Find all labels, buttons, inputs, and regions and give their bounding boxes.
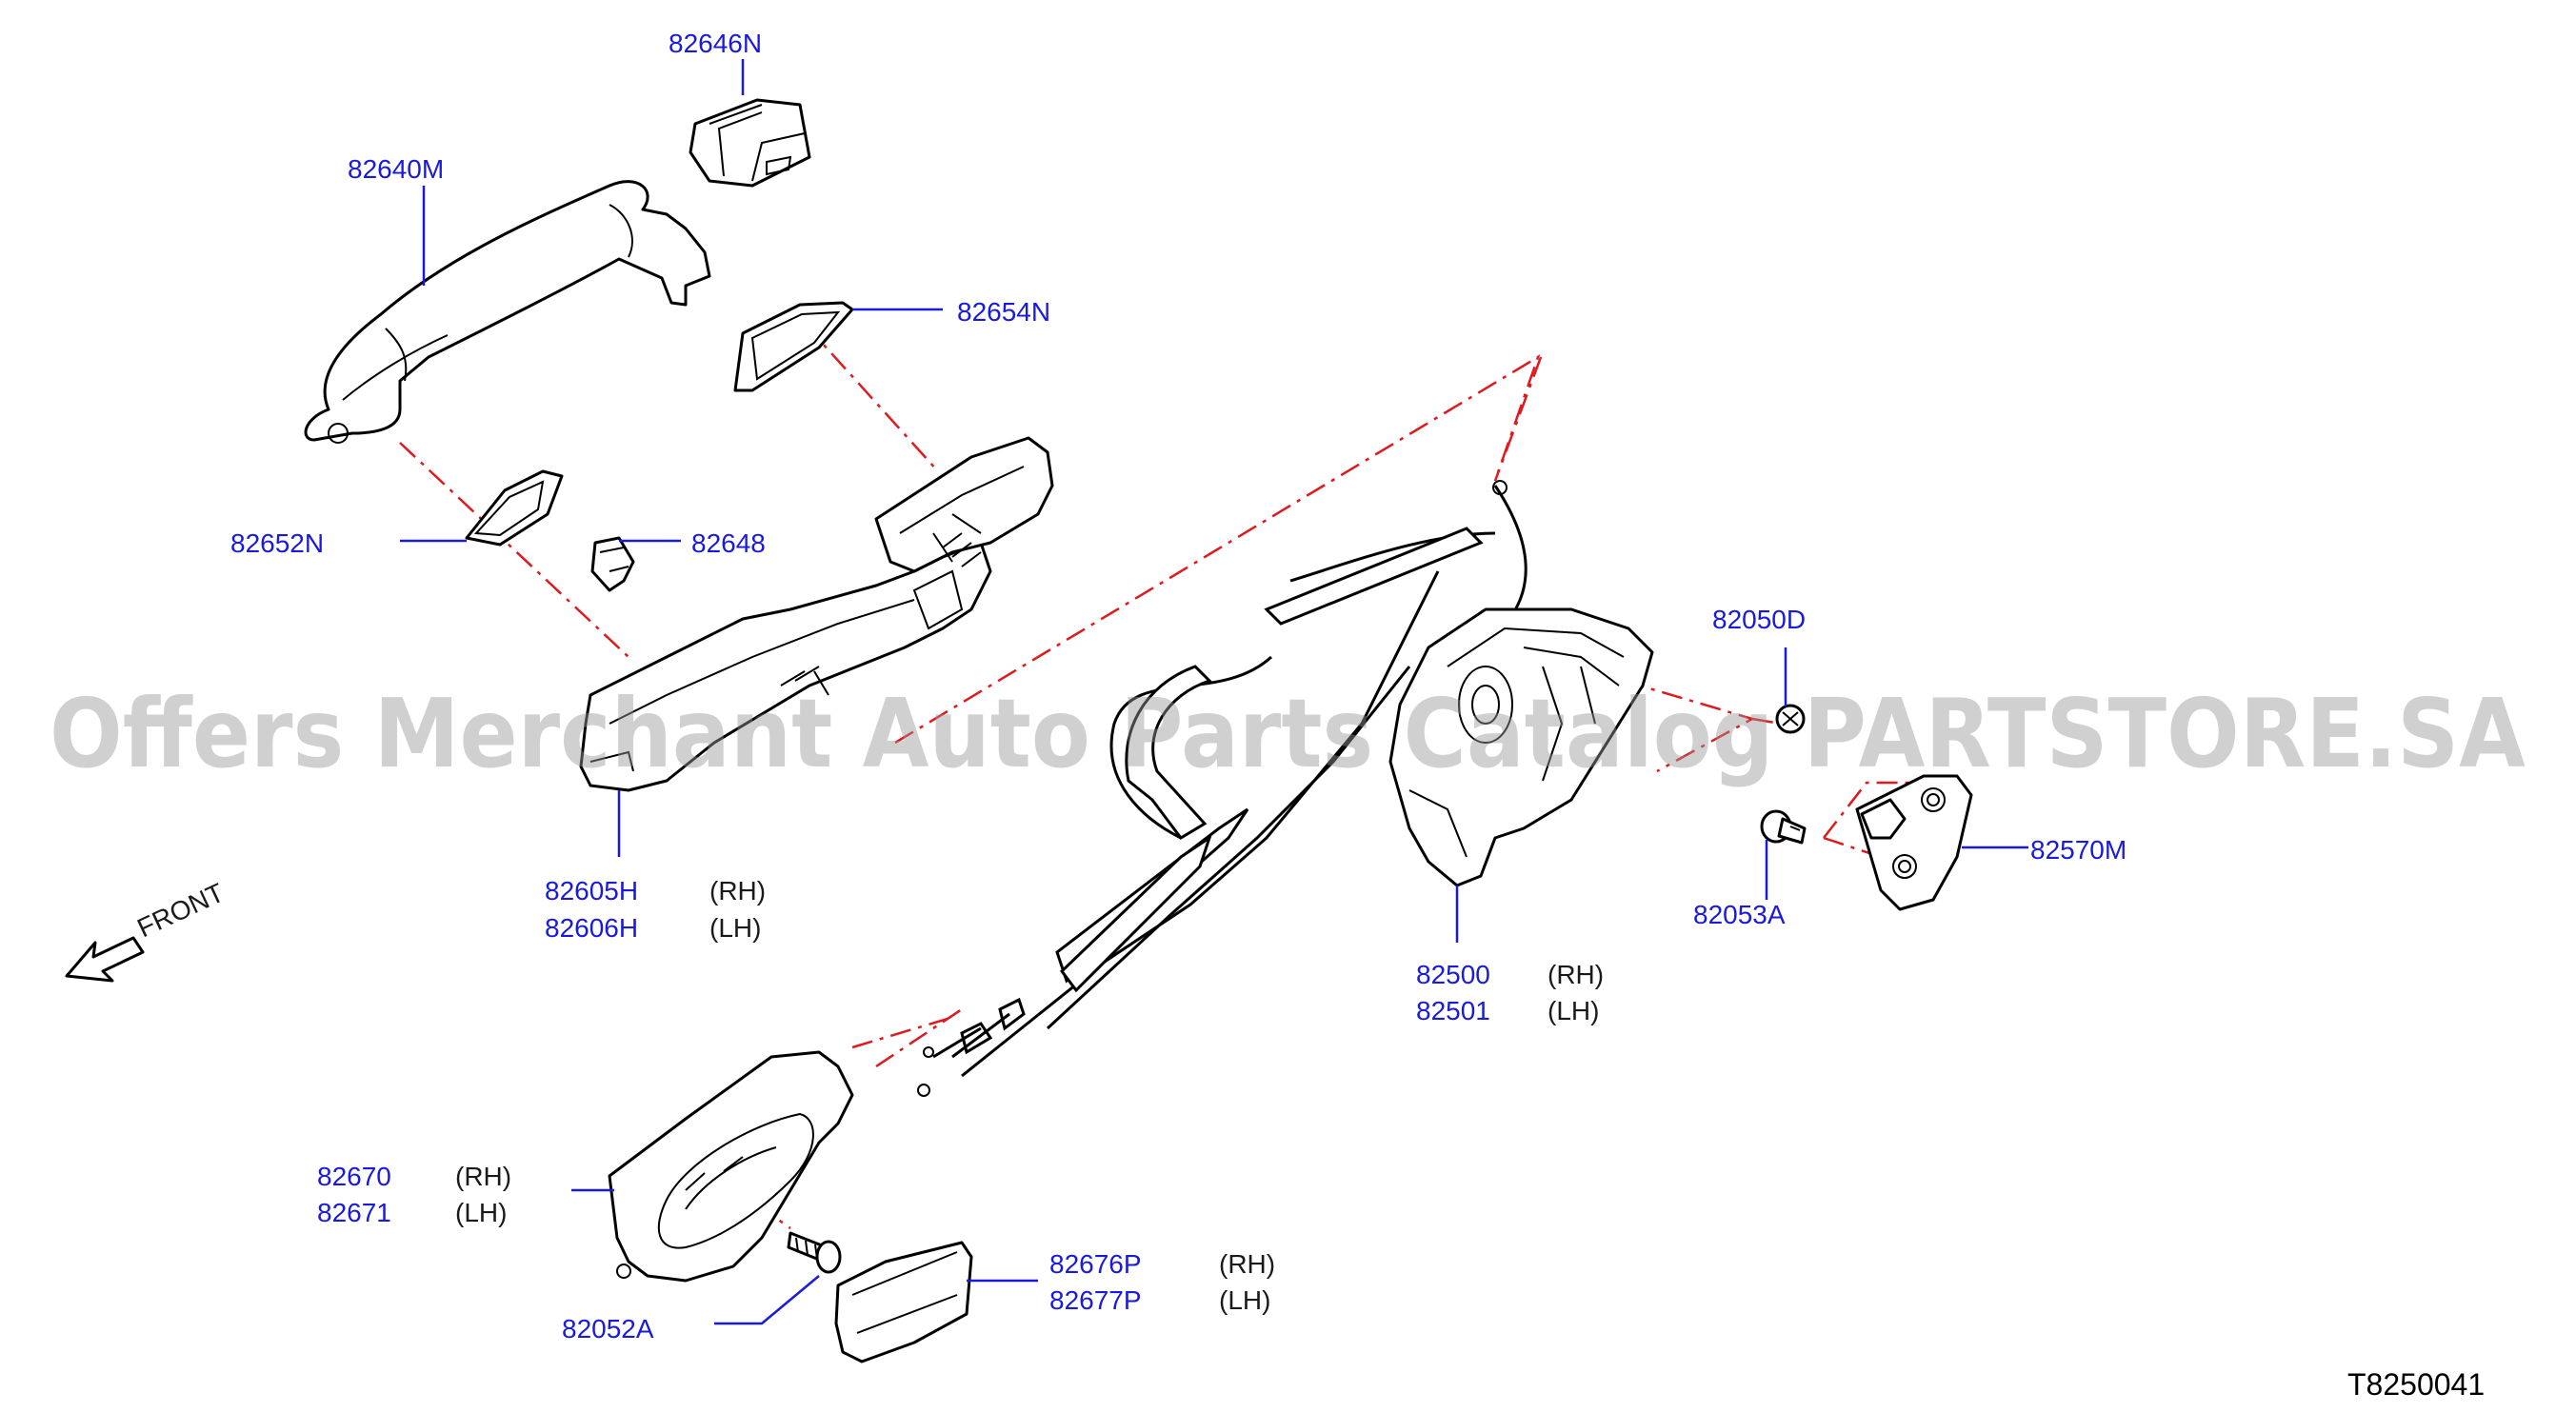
escutcheon-82676P[interactable]: [834, 1241, 973, 1363]
label-82676P-side: (RH): [1219, 1249, 1275, 1279]
label-82677P[interactable]: 82677P: [1049, 1285, 1142, 1315]
front-label: FRONT: [132, 878, 229, 944]
gasket-82654N[interactable]: [733, 301, 854, 392]
label-82605H[interactable]: 82605H: [545, 876, 638, 906]
label-82606H[interactable]: 82606H: [545, 913, 638, 943]
label-82501-side: (LH): [1548, 996, 1599, 1025]
label-82500-side: (RH): [1548, 960, 1604, 989]
leader-lines: [400, 59, 2028, 1325]
label-82570M[interactable]: 82570M: [2030, 835, 2127, 865]
part-labels: 82646N 82640M 82654N 82652N 82648 82605H…: [230, 29, 2127, 1343]
label-82652N[interactable]: 82652N: [230, 528, 324, 558]
cap-82646N[interactable]: [689, 98, 811, 188]
label-82654N[interactable]: 82654N: [957, 297, 1050, 327]
label-82648[interactable]: 82648: [691, 528, 766, 558]
outer-handle-82640M[interactable]: [304, 180, 711, 444]
label-82646N[interactable]: 82646N: [669, 29, 762, 58]
inner-handle-82670[interactable]: [608, 1050, 854, 1283]
door-lock-82500[interactable]: [1388, 607, 1654, 887]
clip-82648[interactable]: [590, 536, 635, 592]
diagram-code: T8250041: [2347, 1367, 2485, 1402]
label-82670-side: (RH): [455, 1162, 511, 1191]
label-82677P-side: (LH): [1219, 1285, 1270, 1315]
cables: [917, 480, 1528, 1097]
label-82052A[interactable]: 82052A: [562, 1314, 654, 1343]
front-arrow: FRONT: [65, 878, 229, 983]
label-82605H-side: (RH): [709, 876, 766, 906]
screw-82052A[interactable]: [787, 1231, 842, 1274]
label-82640M[interactable]: 82640M: [348, 154, 444, 184]
label-82501[interactable]: 82501: [1416, 996, 1490, 1025]
label-82671-side: (LH): [455, 1198, 507, 1227]
watermark: Offers Merchant Auto Parts Catalog PARTS…: [50, 678, 2526, 789]
handle-mechanism[interactable]: [874, 436, 1054, 630]
label-82676P[interactable]: 82676P: [1049, 1249, 1142, 1279]
handle-bracket-82605H[interactable]: [579, 541, 992, 792]
label-82050D[interactable]: 82050D: [1712, 605, 1806, 634]
label-82053A[interactable]: 82053A: [1693, 900, 1786, 929]
bolt-82053A[interactable]: [1760, 809, 1807, 845]
label-82500[interactable]: 82500: [1416, 960, 1490, 989]
gasket-82652N[interactable]: [465, 469, 564, 547]
label-82670[interactable]: 82670: [317, 1162, 391, 1191]
striker-82570M[interactable]: [1855, 774, 1973, 911]
label-82606H-side: (LH): [709, 913, 761, 943]
label-82671[interactable]: 82671: [317, 1198, 391, 1227]
alignment-lines: [399, 323, 1924, 1230]
screw-82050D[interactable]: [1775, 704, 1806, 734]
